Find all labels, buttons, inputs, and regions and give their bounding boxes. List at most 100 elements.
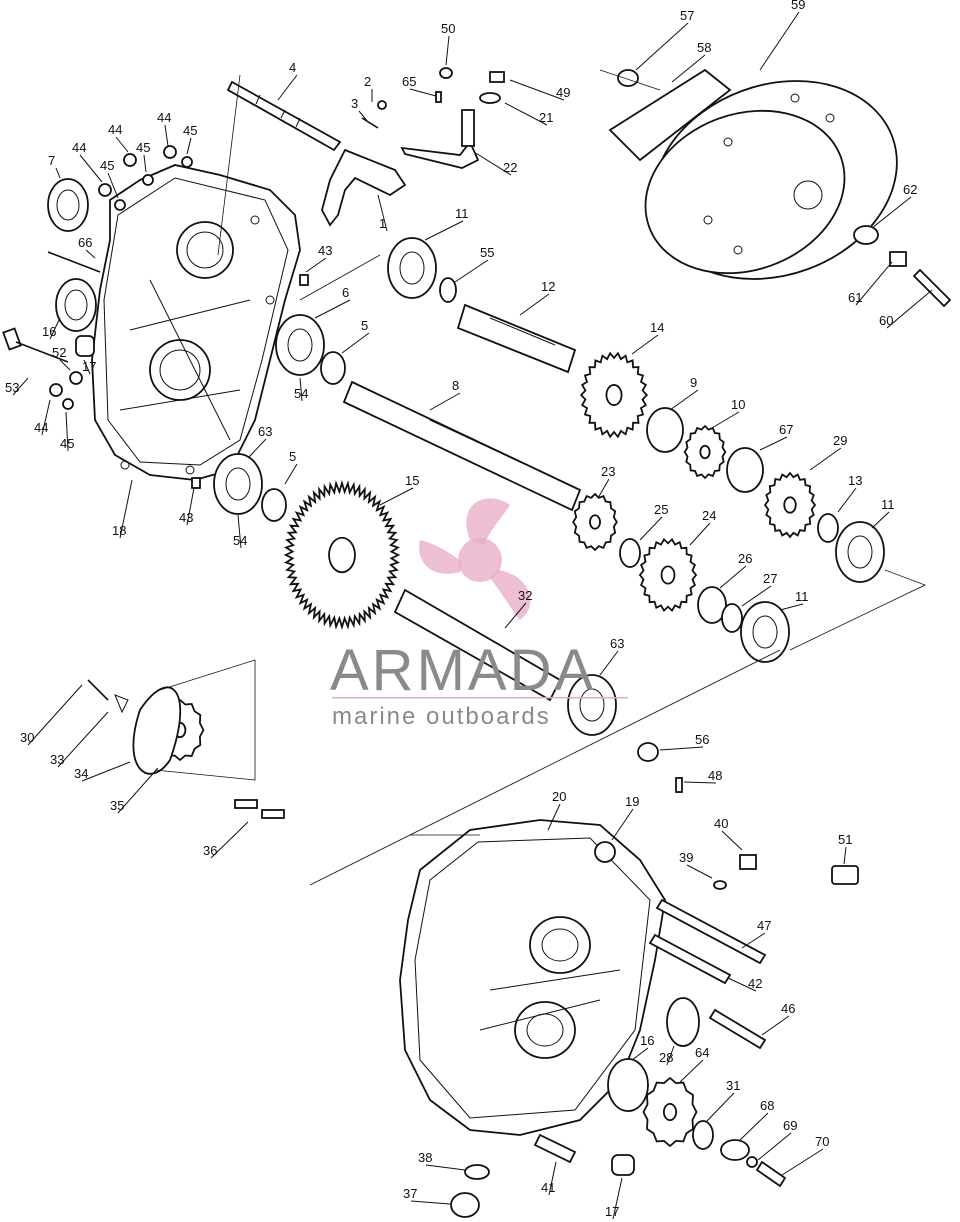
leader-line-c54a	[299, 377, 303, 402]
callout-c64: 64	[695, 1045, 709, 1060]
leader-line-c45d	[65, 411, 69, 452]
oil-seal-7	[47, 178, 89, 232]
bushing-9	[646, 407, 684, 453]
callout-c29: 29	[833, 433, 847, 448]
leader-line-c13	[837, 487, 857, 513]
callout-c47: 47	[757, 918, 771, 933]
callout-c42: 42	[748, 976, 762, 991]
callout-c39: 39	[679, 850, 693, 865]
nuts-washers	[49, 145, 193, 410]
watermark-tagline: marine outboards	[332, 703, 551, 730]
watermark-logo	[419, 498, 531, 620]
sprocket-64	[642, 1076, 698, 1148]
leader-line-c33	[57, 711, 109, 768]
shaft-12	[456, 303, 577, 374]
callout-c70: 70	[815, 1134, 829, 1149]
callout-c3: 3	[351, 96, 358, 111]
callout-c13: 13	[848, 473, 862, 488]
leader-line-c44c	[79, 154, 103, 183]
bearing-63b	[567, 674, 617, 736]
callout-c63a: 63	[258, 424, 272, 439]
callout-c67: 67	[779, 422, 793, 437]
leader-line-c20	[547, 803, 561, 831]
callout-c46: 46	[781, 1001, 795, 1016]
leader-line-c55	[454, 259, 489, 283]
gear-15	[283, 479, 401, 631]
callout-c18: 18	[112, 523, 126, 538]
callout-c59: 59	[791, 0, 805, 12]
leader-line-c52	[59, 359, 71, 371]
washer-69	[746, 1156, 758, 1168]
callout-c50: 50	[441, 21, 455, 36]
leader-line-c41	[548, 1161, 557, 1196]
callout-c54a: 54	[294, 386, 308, 401]
callout-c69: 69	[783, 1118, 797, 1133]
callout-c51: 51	[838, 832, 852, 847]
spacer-5a	[320, 351, 346, 385]
chain-34	[132, 686, 182, 775]
callout-c45c: 45	[100, 158, 114, 173]
leader-line-c5b	[284, 463, 298, 485]
washer-57	[617, 69, 639, 87]
callout-c15: 15	[405, 473, 419, 488]
snap-ring-55	[439, 277, 457, 303]
callout-c68: 68	[760, 1098, 774, 1113]
ball-2	[377, 100, 387, 110]
leader-line-c25	[639, 516, 663, 541]
callout-c11b: 11	[881, 497, 895, 512]
bearing-11c	[740, 601, 790, 663]
callout-c35: 35	[110, 798, 124, 813]
callout-c52: 52	[52, 345, 66, 360]
leader-line-c64	[679, 1059, 704, 1083]
leader-line-c17a	[83, 359, 91, 375]
callout-c45d: 45	[60, 436, 74, 451]
dowel-43a	[299, 274, 309, 286]
callout-c44b: 44	[108, 122, 122, 137]
leader-line-c61	[855, 261, 893, 306]
fitting-51	[831, 865, 859, 885]
leader-line-c62	[871, 196, 912, 229]
callout-c55: 55	[480, 245, 494, 260]
leader-line-c32	[504, 602, 527, 629]
callout-c32: 32	[518, 588, 532, 603]
leader-line-c46	[761, 1015, 790, 1036]
callout-c10: 10	[731, 397, 745, 412]
bolt-42	[648, 933, 732, 985]
bushing-17	[75, 335, 95, 357]
seal-28	[666, 997, 700, 1047]
callout-c7: 7	[48, 153, 55, 168]
leader-line-c54b	[237, 514, 242, 549]
callout-c45a: 45	[183, 123, 197, 138]
link-36	[234, 799, 285, 819]
leader-line-c31	[705, 1092, 735, 1123]
callout-c25: 25	[654, 502, 668, 517]
leader-line-c16a	[49, 317, 61, 340]
callout-c27: 27	[763, 571, 777, 586]
callout-c2: 2	[364, 74, 371, 89]
shift-fork-1	[321, 148, 407, 227]
leader-line-c49	[509, 79, 565, 101]
callout-c57: 57	[680, 8, 694, 23]
leader-line-c58	[671, 54, 706, 83]
callout-c53: 53	[5, 380, 19, 395]
callout-c23: 23	[601, 464, 615, 479]
callout-c44c: 44	[72, 140, 86, 155]
bolt-60	[912, 268, 952, 308]
callout-c43a: 43	[318, 243, 332, 258]
bolt-30	[87, 679, 109, 701]
assembly-lines	[154, 69, 927, 886]
callout-c34: 34	[74, 766, 88, 781]
callout-c20: 20	[552, 789, 566, 804]
watermark-brand: ARMADA	[330, 638, 596, 703]
leader-line-c30	[27, 684, 83, 746]
leader-line-c11b	[871, 511, 890, 529]
leader-line-c51	[843, 846, 847, 865]
leader-line-c39	[686, 864, 713, 879]
leader-line-c9	[669, 389, 699, 411]
right-cover	[399, 819, 666, 1136]
callout-c54b: 54	[233, 533, 247, 548]
leader-line-c45c	[107, 172, 119, 199]
leader-line-c18	[119, 479, 133, 539]
dowel-43b	[191, 477, 201, 489]
